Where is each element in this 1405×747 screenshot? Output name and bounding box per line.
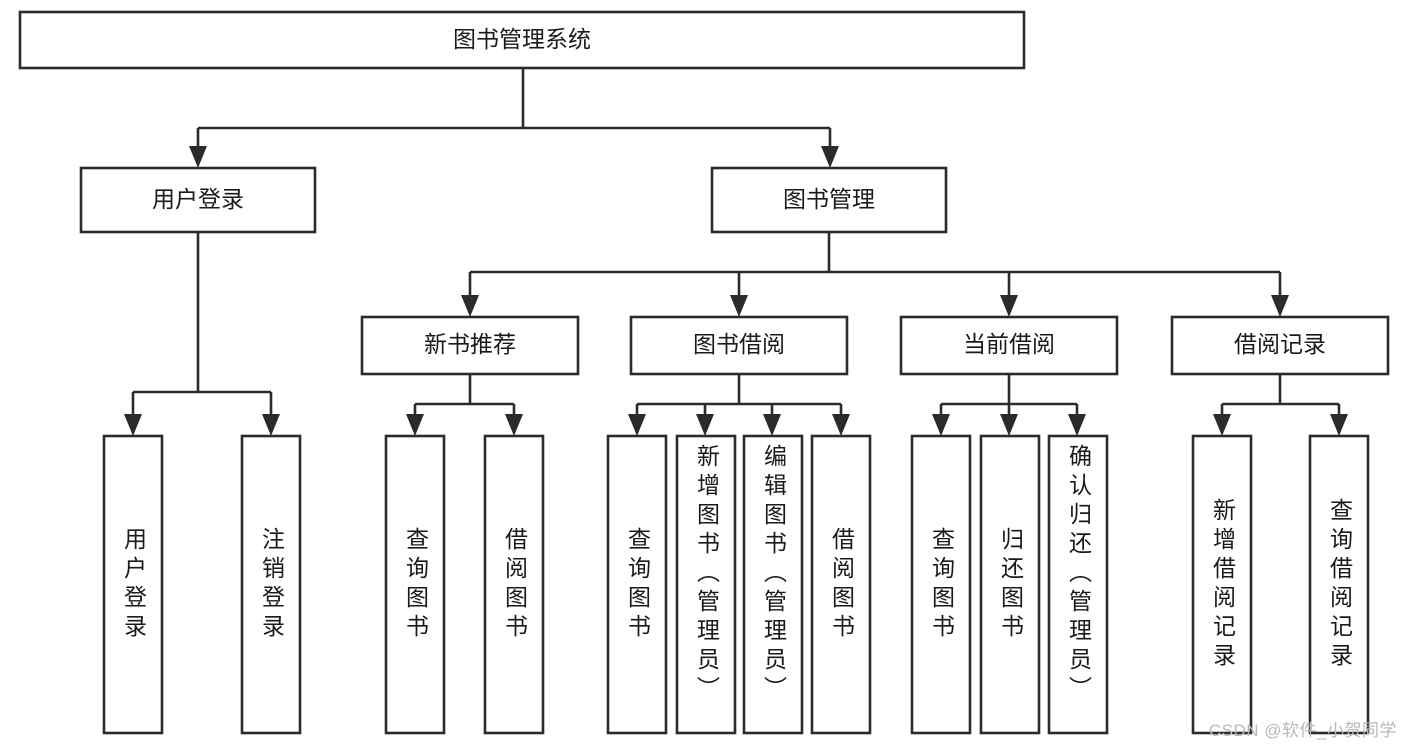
node-book-borrow-label: 图书借阅	[693, 331, 785, 357]
leaf-box-borrow-book-1[interactable]	[483, 434, 545, 735]
connector-newbook-to-leaves	[406, 374, 523, 436]
node-book-management[interactable]: 图书管理	[710, 166, 948, 234]
leaf-box-add-record[interactable]	[1191, 434, 1253, 735]
node-borrow-record-label: 借阅记录	[1234, 331, 1326, 357]
connector-userlogin-to-leaves	[124, 232, 280, 436]
leaf-box-query-book-2[interactable]	[606, 434, 668, 735]
connector-bookborrow-to-leaves	[628, 374, 850, 436]
leaf-box-edit-book[interactable]	[742, 434, 804, 735]
leaf-box-query-book-3[interactable]	[910, 434, 972, 735]
node-book-management-label: 图书管理	[783, 186, 875, 212]
leaf-box-user-login[interactable]	[102, 434, 164, 735]
node-new-book-recommend-label: 新书推荐	[424, 331, 516, 357]
leaf-box-borrow-book-2[interactable]	[810, 434, 872, 735]
node-borrow-record[interactable]: 借阅记录	[1170, 315, 1390, 376]
leaf-box-query-book-1[interactable]	[384, 434, 446, 735]
leaf-box-confirm-return[interactable]	[1047, 434, 1109, 735]
node-root-label: 图书管理系统	[453, 26, 591, 52]
leaf-box-return-book[interactable]	[979, 434, 1041, 735]
connector-currentborrow-to-leaves	[932, 374, 1086, 436]
watermark-text: CSDN @软件_小贺同学	[1208, 721, 1397, 740]
node-book-borrow[interactable]: 图书借阅	[629, 315, 849, 376]
connector-bookmgmt-to-level3	[461, 232, 1289, 317]
leaf-box-query-record[interactable]	[1308, 434, 1370, 735]
node-current-borrow[interactable]: 当前借阅	[899, 315, 1119, 376]
node-user-login[interactable]: 用户登录	[79, 166, 317, 234]
leaf-box-add-book[interactable]	[675, 434, 737, 735]
connector-root-to-level2	[189, 68, 839, 168]
node-new-book-recommend[interactable]: 新书推荐	[360, 315, 580, 376]
node-user-login-label: 用户登录	[152, 186, 244, 212]
node-current-borrow-label: 当前借阅	[963, 331, 1055, 357]
connector-borrowrecord-to-leaves	[1213, 374, 1348, 436]
node-root[interactable]: 图书管理系统	[18, 10, 1026, 70]
leaf-box-logout[interactable]	[240, 434, 302, 735]
